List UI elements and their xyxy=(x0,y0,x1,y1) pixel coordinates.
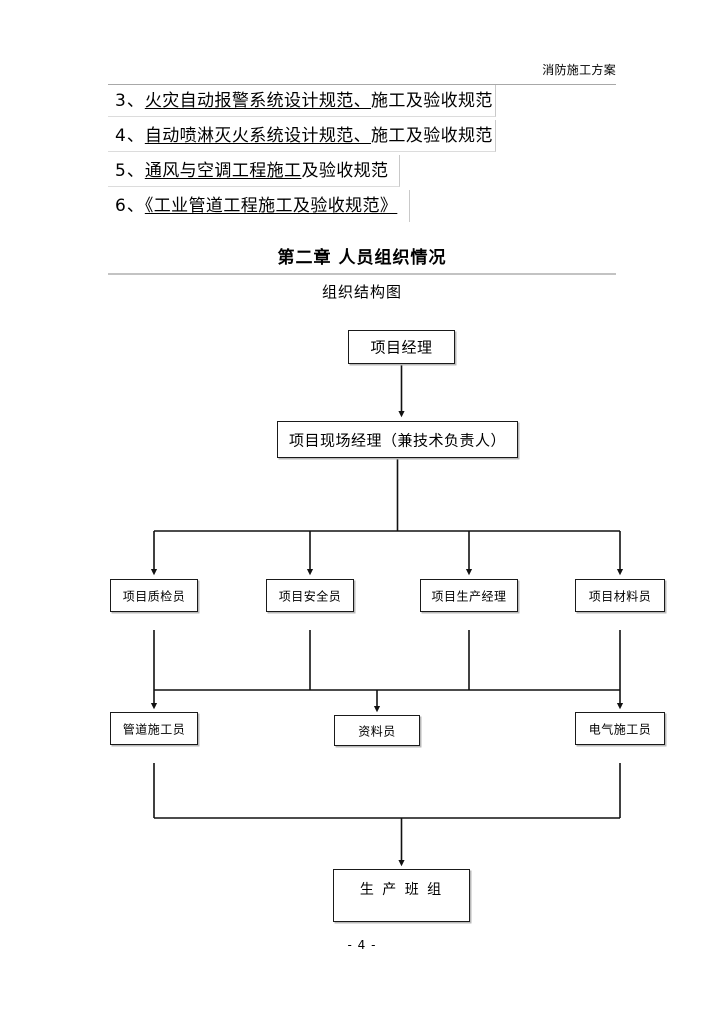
regulation-text: 4、自动喷淋灭火系统设计规范、施工及验收规范 xyxy=(115,123,493,149)
regulation-cell-border xyxy=(108,120,496,152)
regulation-cell-border xyxy=(108,85,496,117)
org-node-safety-officer: 项目安全员 xyxy=(266,579,354,612)
org-node-document-clerk: 资料员 xyxy=(334,715,420,746)
regulation-underlined-text: 自动喷淋灭火系统设计规范、 xyxy=(144,126,372,146)
org-node-label: 生 产 班 组 xyxy=(359,882,444,898)
org-node-site-manager: 项目现场经理（兼技术负责人） xyxy=(277,421,518,458)
org-node-electrical-worker: 电气施工员 xyxy=(575,712,665,745)
regulation-plain-text: 及验收规范 xyxy=(301,161,389,181)
chart-subtitle: 组织结构图 xyxy=(321,283,402,301)
regulation-list-item: 4、自动喷淋灭火系统设计规范、施工及验收规范 xyxy=(108,120,616,152)
org-node-label: 项目质检员 xyxy=(122,589,186,603)
regulation-number: 6、 xyxy=(115,196,145,216)
regulation-underlined-text: 火灾自动报警系统设计规范、 xyxy=(144,91,372,111)
regulation-list-item: 3、火灾自动报警系统设计规范、施工及验收规范 xyxy=(108,85,616,117)
org-node-production-manager: 项目生产经理 xyxy=(420,579,518,612)
regulation-text: 5、通风与空调工程施工及验收规范 xyxy=(115,158,388,184)
org-node-quality-inspector: 项目质检员 xyxy=(110,579,198,612)
regulation-plain-text: 施工及验收规范 xyxy=(371,91,493,111)
org-node-project-manager: 项目经理 xyxy=(348,330,455,364)
org-node-label: 资料员 xyxy=(358,724,396,738)
regulation-plain-text: 施工及验收规范 xyxy=(371,126,493,146)
regulation-number: 5、 xyxy=(115,161,145,181)
page-number: - 4 - xyxy=(347,938,377,952)
page-header-text: 消防施工方案 xyxy=(542,63,616,77)
org-node-label: 项目经理 xyxy=(370,338,433,357)
org-node-label: 电气施工员 xyxy=(588,722,652,736)
org-node-label: 项目现场经理（兼技术负责人） xyxy=(288,431,506,449)
regulation-text: 6、《工业管道工程施工及验收规范》 xyxy=(115,193,397,219)
header-divider xyxy=(108,84,616,85)
regulation-underlined-text: 《工业管道工程施工及验收规范》 xyxy=(144,196,398,216)
org-node-label: 项目安全员 xyxy=(278,589,342,603)
org-node-pipeline-worker: 管道施工员 xyxy=(110,712,198,745)
org-node-label: 管道施工员 xyxy=(122,722,186,736)
org-node-production-team: 生 产 班 组 xyxy=(333,869,470,922)
chapter-title: 第二章 人员组织情况 xyxy=(277,248,447,268)
regulation-number: 4、 xyxy=(115,126,145,146)
regulation-list-item: 6、《工业管道工程施工及验收规范》 xyxy=(108,190,616,222)
regulation-text: 3、火灾自动报警系统设计规范、施工及验收规范 xyxy=(115,88,493,114)
org-node-material-clerk: 项目材料员 xyxy=(575,579,665,612)
regulation-underlined-text: 通风与空调工程施工 xyxy=(144,161,302,181)
regulation-number: 3、 xyxy=(115,91,145,111)
regulation-cell-border xyxy=(108,155,400,187)
org-node-label: 项目材料员 xyxy=(588,589,652,603)
regulation-list-item: 5、通风与空调工程施工及验收规范 xyxy=(108,155,616,187)
regulation-cell-border xyxy=(108,190,410,222)
org-node-label: 项目生产经理 xyxy=(431,589,507,603)
chapter-divider xyxy=(108,273,616,275)
